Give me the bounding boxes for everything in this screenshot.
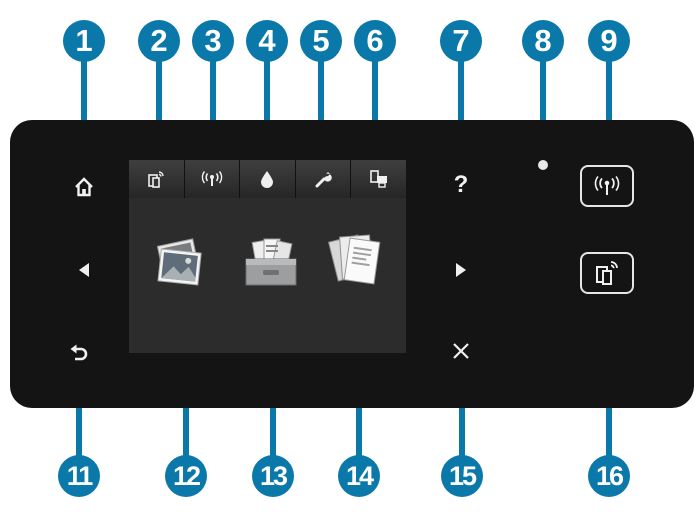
wireless-icon	[201, 171, 223, 186]
callout-7: 7	[440, 20, 482, 62]
setup-button[interactable]	[295, 160, 352, 198]
callout-6: 6	[354, 20, 396, 62]
callout-line-4	[264, 40, 270, 160]
mobile-print-button[interactable]	[129, 160, 185, 198]
home-icon	[75, 177, 93, 197]
help-button[interactable]: ?	[446, 170, 476, 200]
callout-3: 3	[192, 20, 234, 62]
callout-line-15	[459, 358, 465, 462]
callout-13: 13	[252, 455, 294, 497]
status-bar	[129, 160, 406, 198]
back-icon	[70, 344, 88, 361]
callout-1: 1	[63, 20, 105, 62]
wireless-status-light	[538, 160, 548, 170]
callout-line-9	[606, 40, 612, 163]
wireless-icon	[594, 176, 620, 195]
home-button[interactable]	[69, 172, 99, 202]
callout-line-3	[210, 40, 216, 160]
callout-11: 11	[58, 455, 100, 497]
wireless-direct-button[interactable]	[580, 252, 634, 294]
wireless-status-button[interactable]	[184, 160, 241, 198]
back-button[interactable]	[64, 338, 94, 368]
photo-app-icon[interactable]	[152, 233, 208, 289]
callout-12: 12	[165, 455, 207, 497]
callout-15: 15	[441, 455, 483, 497]
callout-5: 5	[300, 20, 342, 62]
mobile-print-icon	[148, 171, 164, 188]
callout-9: 9	[588, 20, 630, 62]
file-box-app-icon[interactable]	[242, 237, 300, 289]
callout-16: 16	[588, 455, 630, 497]
eprint-icon	[369, 170, 387, 188]
callout-line-8	[540, 40, 546, 160]
wireless-button[interactable]	[580, 165, 634, 207]
callout-2: 2	[138, 20, 180, 62]
mobile-print-icon	[596, 261, 618, 285]
right-arrow-button[interactable]	[446, 255, 476, 285]
callout-line-6	[372, 40, 378, 160]
right-arrow-icon	[456, 263, 466, 277]
ink-status-button[interactable]	[240, 160, 296, 198]
left-arrow-button[interactable]	[69, 255, 99, 285]
callout-4: 4	[246, 20, 288, 62]
help-icon: ?	[453, 171, 469, 198]
cancel-button[interactable]	[446, 336, 476, 366]
callout-line-1	[81, 40, 87, 158]
wrench-icon	[315, 172, 332, 188]
callout-line-11	[76, 370, 82, 462]
callout-line-2	[156, 40, 162, 160]
documents-app-icon[interactable]	[327, 230, 385, 290]
ink-drop-icon	[261, 171, 274, 188]
callout-line-7	[458, 40, 464, 162]
close-icon	[453, 343, 469, 359]
eprint-button[interactable]	[351, 160, 406, 198]
left-arrow-icon	[79, 263, 89, 277]
callout-line-5	[318, 40, 324, 160]
callout-14: 14	[338, 455, 380, 497]
callout-8: 8	[522, 20, 564, 62]
